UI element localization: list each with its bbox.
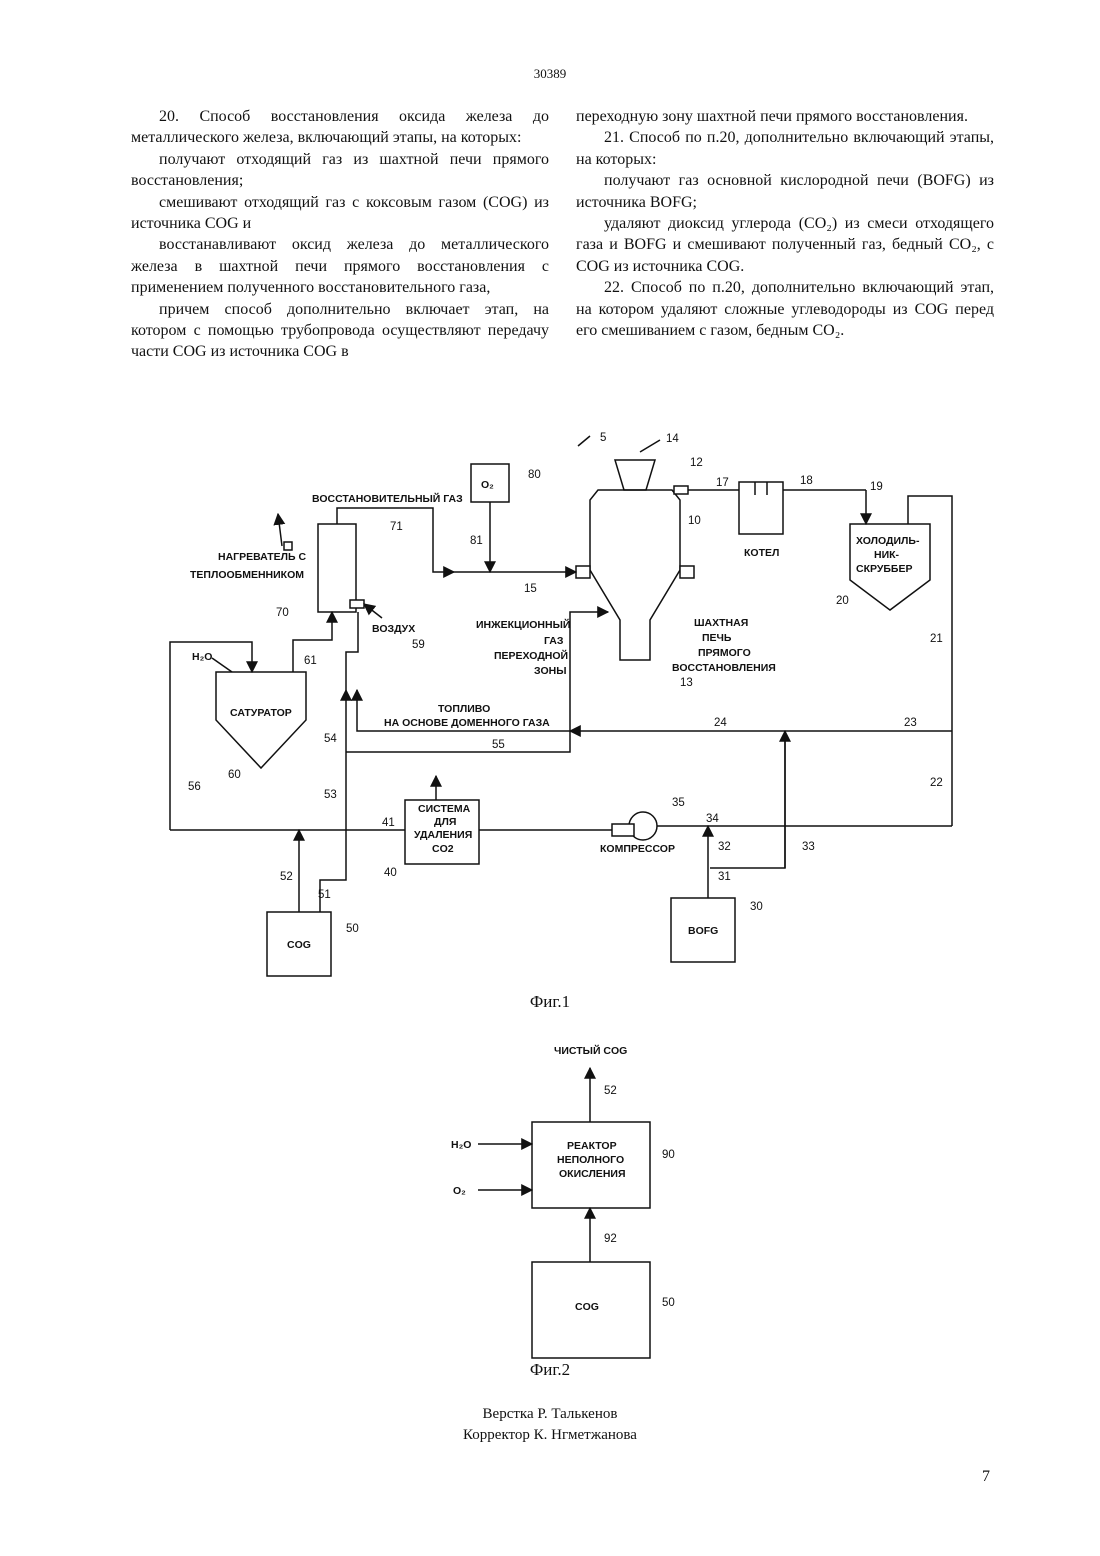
ref-59: 59 xyxy=(412,639,425,651)
ref-81: 81 xyxy=(470,535,483,547)
credit-layout: Верстка Р. Талькенов xyxy=(0,1404,1100,1425)
ref-34: 34 xyxy=(706,813,719,825)
ref-50-fig2: 50 xyxy=(662,1297,675,1309)
label-o2-fig2: O₂ xyxy=(453,1185,466,1197)
ref-53: 53 xyxy=(324,789,337,801)
figure-1-diagram: ВОССТАНОВИТЕЛЬНЫЙ ГАЗ НАГРЕВАТЕЛЬ С ТЕПЛ… xyxy=(0,0,1100,1400)
ref-60: 60 xyxy=(228,769,241,781)
ref-31: 31 xyxy=(718,871,731,883)
ref-21: 21 xyxy=(930,633,943,645)
boiler xyxy=(739,482,783,534)
label-reducing-gas: ВОССТАНОВИТЕЛЬНЫЙ ГАЗ xyxy=(312,492,463,505)
label-injection-2: ГАЗ xyxy=(544,635,564,647)
ref-80: 80 xyxy=(528,469,541,481)
label-pure-cog: ЧИСТЫЙ COG xyxy=(554,1044,627,1057)
ref-24: 24 xyxy=(714,717,727,729)
ref-61: 61 xyxy=(304,655,317,667)
label-cog-fig2: COG xyxy=(575,1301,599,1313)
ref-92: 92 xyxy=(604,1233,617,1245)
label-co2-2: ДЛЯ xyxy=(434,816,456,828)
label-saturator: САТУРАТОР xyxy=(230,707,292,719)
ref-41: 41 xyxy=(382,817,395,829)
label-co2-1: СИСТЕМА xyxy=(418,803,471,815)
label-co2-3: УДАЛЕНИЯ xyxy=(414,829,472,841)
ref-55: 55 xyxy=(492,739,505,751)
ref-17: 17 xyxy=(716,477,729,489)
label-injection-4: ЗОНЫ xyxy=(534,665,566,677)
label-boiler: КОТЕЛ xyxy=(744,547,779,559)
label-reactor-3: ОКИСЛЕНИЯ xyxy=(559,1168,626,1180)
label-fuel-1: ТОПЛИВО xyxy=(438,703,490,715)
ref-52-fig2: 52 xyxy=(604,1085,617,1097)
label-compressor: КОМПРЕССОР xyxy=(600,843,675,855)
figure-2-caption: Фиг.2 xyxy=(0,1360,1100,1380)
ref-54: 54 xyxy=(324,733,337,745)
ref-70: 70 xyxy=(276,607,289,619)
label-furnace-2: ПЕЧЬ xyxy=(702,632,732,644)
label-h2o-fig2: H₂O xyxy=(451,1139,471,1151)
ref-10: 10 xyxy=(688,515,701,527)
label-heater-1: НАГРЕВАТЕЛЬ С xyxy=(218,551,306,563)
ref-40: 40 xyxy=(384,867,397,879)
label-h2o: H₂O xyxy=(192,651,212,663)
label-reactor-1: РЕАКТОР xyxy=(567,1140,617,1152)
ref-52: 52 xyxy=(280,871,293,883)
label-co2-4: CO2 xyxy=(432,843,454,855)
label-heater-2: ТЕПЛООБМЕННИКОМ xyxy=(190,569,304,581)
label-furnace-1: ШАХТНАЯ xyxy=(694,617,748,629)
ref-56: 56 xyxy=(188,781,201,793)
credit-corrector: Корректор К. Нгметжанова xyxy=(0,1425,1100,1446)
label-furnace-4: ВОССТАНОВЛЕНИЯ xyxy=(672,662,776,674)
ref-50: 50 xyxy=(346,923,359,935)
label-reactor-2: НЕПОЛНОГО xyxy=(557,1154,624,1166)
label-cooler-2: НИК- xyxy=(874,549,900,561)
ref-35: 35 xyxy=(672,797,685,809)
label-fuel-2: НА ОСНОВЕ ДОМЕННОГО ГАЗА xyxy=(384,717,550,729)
bustle-right xyxy=(680,566,694,578)
feed-hopper xyxy=(615,460,655,490)
ref-22: 22 xyxy=(930,777,943,789)
label-furnace-3: ПРЯМОГО xyxy=(698,647,751,659)
page-number: 7 xyxy=(982,1468,990,1486)
ref-33: 33 xyxy=(802,841,815,853)
label-cooler-3: СКРУББЕР xyxy=(856,563,913,575)
credits: Верстка Р. Талькенов Корректор К. Нгметж… xyxy=(0,1404,1100,1446)
label-injection-3: ПЕРЕХОДНОЙ xyxy=(494,649,568,662)
label-cooler-1: ХОЛОДИЛЬ- xyxy=(856,535,920,547)
ref-20: 20 xyxy=(836,595,849,607)
ref-13: 13 xyxy=(680,677,693,689)
heater-exchanger xyxy=(318,524,356,612)
bustle-left xyxy=(576,566,590,578)
ref-23: 23 xyxy=(904,717,917,729)
ref-5: 5 xyxy=(600,432,606,444)
saturator xyxy=(216,672,306,768)
ref-14: 14 xyxy=(666,433,679,445)
ref-32: 32 xyxy=(718,841,731,853)
ref-51: 51 xyxy=(318,889,331,901)
ref-15: 15 xyxy=(524,583,537,595)
ref-71: 71 xyxy=(390,521,403,533)
label-air: ВОЗДУХ xyxy=(372,623,415,635)
ref-30: 30 xyxy=(750,901,763,913)
label-injection-1: ИНЖЕКЦИОННЫЙ xyxy=(476,618,570,631)
label-cog: COG xyxy=(287,939,311,951)
ref-90: 90 xyxy=(662,1149,675,1161)
label-bofg: BOFG xyxy=(688,925,718,937)
ref-18: 18 xyxy=(800,475,813,487)
ref-19: 19 xyxy=(870,481,883,493)
figure-2-diagram: ЧИСТЫЙ COG H₂O O₂ РЕАКТОР НЕПОЛНОГО ОКИС… xyxy=(451,1044,675,1358)
figure-1-caption: Фиг.1 xyxy=(0,992,1100,1012)
shaft-furnace xyxy=(576,460,700,660)
label-o2: O₂ xyxy=(481,479,494,491)
ref-12: 12 xyxy=(690,457,703,469)
